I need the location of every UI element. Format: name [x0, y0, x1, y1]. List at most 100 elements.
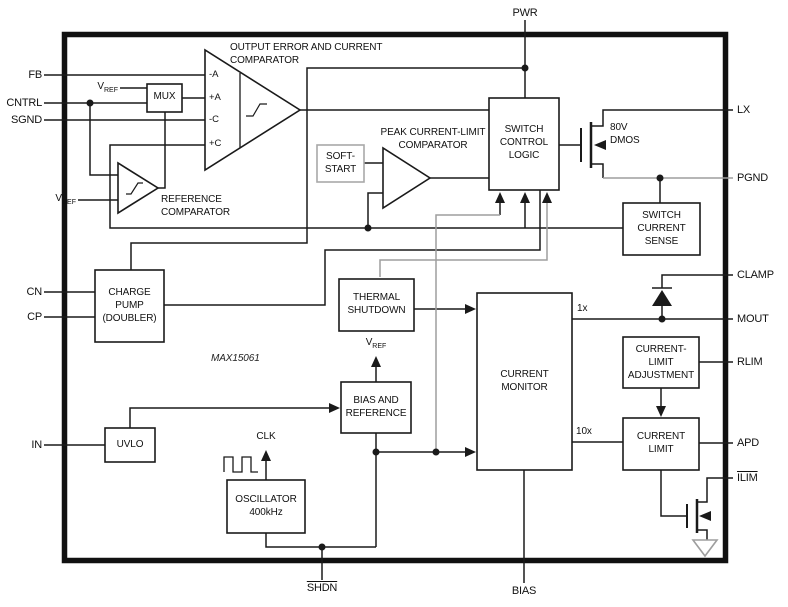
vref-sub: REF [104, 87, 118, 94]
mux-box [146, 83, 183, 113]
wire-ilim [697, 477, 733, 503]
vref-v: V [97, 81, 104, 92]
arrow-vref-up [371, 356, 381, 367]
input-a-plus-label: +A [209, 92, 221, 103]
switch-current-sense-box [622, 202, 701, 256]
arrow-cla-to-cl [656, 406, 666, 417]
oscillator-label: OSCILLATOR 400kHz [235, 494, 297, 518]
current-limit-adjustment-box [622, 336, 700, 389]
current-monitor-label: CURRENT MONITOR [500, 369, 549, 393]
output-error-comparator-symbol [204, 48, 302, 172]
vref-label-refcomp: VREF [44, 193, 76, 208]
junction-dots [86, 64, 666, 551]
pin-label-fb: FB [28, 69, 42, 81]
dmos-arrow [594, 140, 606, 150]
input-a-minus-label: -A [209, 69, 219, 80]
wire-uvlo-to-biasref [129, 407, 330, 428]
charge-pump-label: CHARGE PUMP (DOUBLER) [102, 287, 157, 324]
vref-v: V [365, 337, 373, 348]
vref-label-mux: VREF [86, 81, 118, 96]
output-error-comparator-label: OUTPUT ERROR AND CURRENT COMPARATOR [230, 42, 383, 66]
vref-sub: REF [372, 343, 387, 350]
arrow-uvlo-to-biasref [329, 403, 340, 413]
wire-peakcomp-input [367, 192, 383, 228]
arrowheads [261, 192, 666, 461]
part-number-label: MAX15061 [211, 353, 260, 364]
gain-1x-label: 1x [577, 303, 588, 314]
hysteresis-icon-2 [126, 182, 143, 195]
current-limit-box [622, 417, 700, 471]
reference-comparator-label: REFERENCE COMPARATOR [161, 194, 231, 218]
pin-label-sgnd: SGND [11, 114, 42, 126]
uvlo-box [104, 427, 156, 463]
wire-clamp [661, 274, 733, 319]
bias-and-reference-label: BIAS AND REFERENCE [345, 395, 407, 419]
pin-label-cntrl: CNTRL [6, 97, 42, 109]
current-limit-label: CURRENT LIMIT [636, 431, 686, 455]
wire-chargepump-out [164, 190, 541, 306]
oscillator-box [226, 479, 306, 534]
wire-cl-to-fet [660, 470, 687, 517]
clk-label: CLK [256, 431, 276, 442]
input-c-minus-label: -C [209, 114, 219, 125]
wire-fet1-source [591, 163, 604, 178]
ilim-transistor-icon [686, 499, 699, 533]
dmos-label: 80V DMOS [610, 122, 640, 146]
arrow-clk-up [261, 450, 271, 461]
hysteresis-icon [246, 103, 267, 117]
pin-label-bias: BIAS [511, 585, 537, 597]
vref-sub: REF [62, 199, 76, 206]
pin-label-in: IN [31, 439, 42, 451]
wire-osc-out [265, 533, 376, 548]
soft-start-box [316, 144, 365, 183]
wire-cntrl [44, 102, 147, 176]
pin-label-cp: CP [27, 311, 42, 323]
peak-comparator-symbol [382, 146, 432, 210]
thermal-shutdown-label: THERMAL SHUTDOWN [347, 292, 406, 316]
chip-border [61, 31, 729, 564]
vref-v: V [55, 193, 62, 204]
wire-fet2-source [697, 529, 708, 540]
pin-label-rlim: RLIM [737, 356, 763, 368]
pin-label-mout: MOUT [737, 313, 769, 325]
pin-label-pgnd: PGND [737, 172, 768, 184]
current-monitor-box [476, 292, 573, 471]
pin-label-pwr: PWR [512, 7, 538, 19]
wire-lx [591, 109, 733, 127]
vref-label-biasref: VREF [356, 337, 396, 352]
clock-waveform-icon [223, 456, 258, 473]
pin-label-cn: CN [26, 286, 43, 298]
arrow-bias-to-monitor [465, 447, 476, 457]
thermal-shutdown-box [338, 278, 415, 332]
arrow-into-scl-1 [495, 192, 505, 203]
pin-label-clamp: CLAMP [737, 269, 774, 281]
ilim-transistor-arrow [699, 511, 711, 521]
input-c-plus-label: +C [209, 138, 222, 149]
current-limit-adjustment-label: CURRENT- LIMIT ADJUSTMENT [627, 344, 695, 381]
wire-thermal-gray-net [379, 195, 548, 277]
charge-pump-box [94, 269, 165, 343]
clamp-diode-icon [652, 290, 672, 306]
reference-comparator-symbol [117, 161, 160, 215]
arrow-thermal-to-monitor [465, 304, 476, 314]
peak-comparator-label: PEAK CURRENT-LIMIT COMPARATOR [380, 127, 486, 151]
wire-refcomp-to-mux [158, 112, 166, 189]
soft-start-label: SOFT- START [324, 151, 357, 175]
gray-wiring [379, 177, 733, 452]
pin-label-shdn: SHDN [306, 582, 338, 594]
arrow-into-scl-3 [542, 192, 552, 203]
dmos-transistor-icon [580, 122, 593, 168]
uvlo-label: UVLO [116, 439, 144, 450]
pin-label-lx: LX [737, 104, 751, 116]
switch-current-sense-label: SWITCH CURRENT SENSE [637, 210, 686, 247]
gain-10x-label: 10x [576, 426, 592, 437]
arrow-into-scl-2 [520, 192, 530, 203]
wire-pwr-chargepump [130, 67, 525, 270]
blocks [94, 83, 701, 534]
pin-label-ilim: ILIM [737, 472, 758, 484]
wire-uvlo-gray-net [435, 214, 500, 452]
mux-label: MUX [153, 91, 176, 102]
switch-control-logic-label: SWITCH CONTROL LOGIC [499, 124, 549, 161]
